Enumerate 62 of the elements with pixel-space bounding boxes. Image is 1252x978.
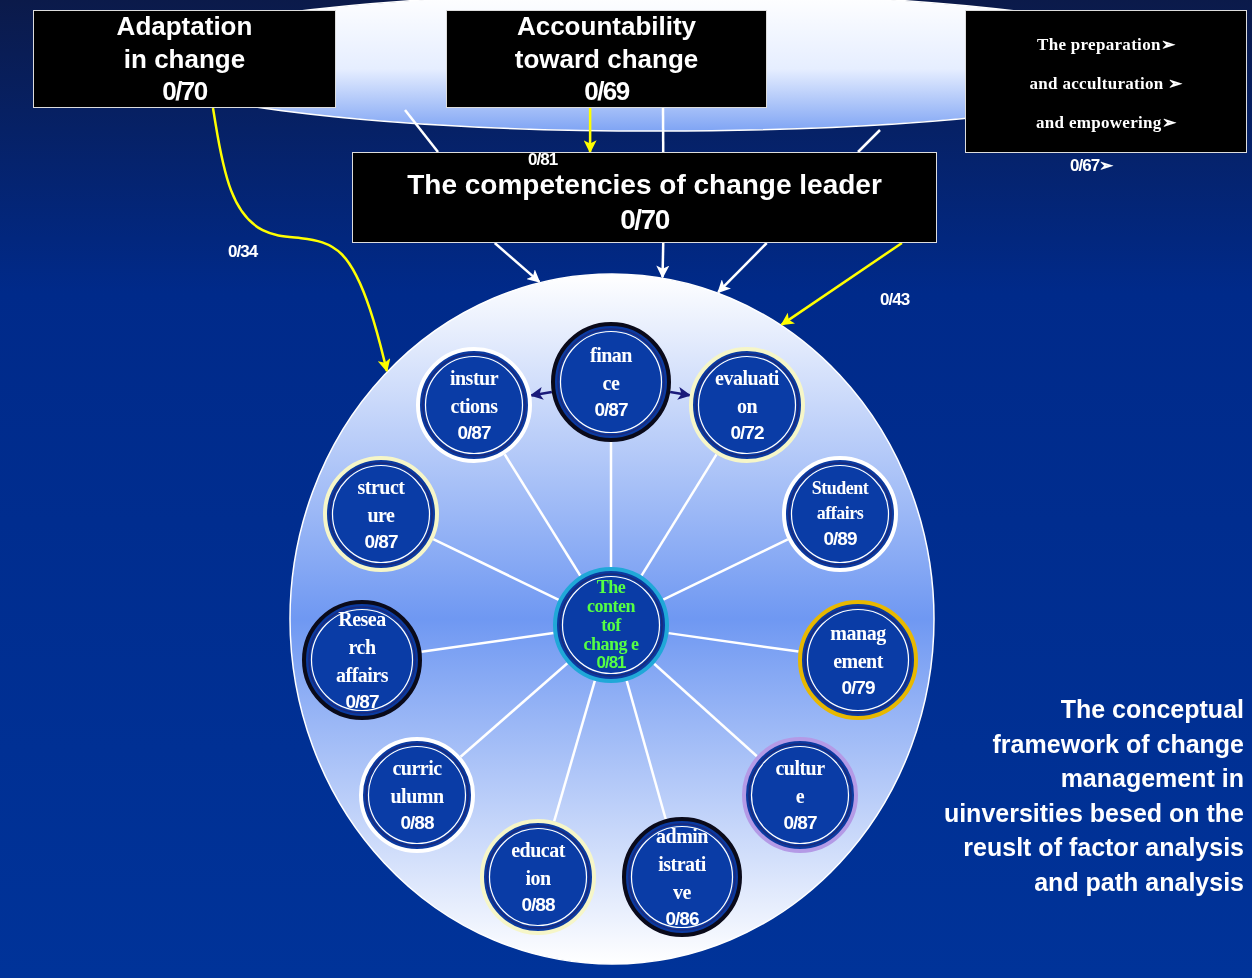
factor-name: The preparation➢ and acculturation ➢ and empowering➢ bbox=[1028, 34, 1184, 134]
factor-box bbox=[446, 10, 767, 108]
factor-score: 0/88 bbox=[520, 892, 556, 917]
factor-name: struct ure bbox=[356, 474, 406, 528]
factor-score: 0/87 bbox=[782, 810, 818, 835]
factor-name: The competencies of change leader bbox=[406, 168, 883, 202]
connector-line bbox=[552, 680, 597, 822]
connector-line bbox=[432, 538, 560, 601]
factor-box bbox=[33, 10, 336, 108]
connector-line bbox=[661, 108, 665, 152]
edge-label: 0/34 bbox=[228, 242, 258, 262]
factor-name: manag ement bbox=[829, 620, 887, 674]
factor-name: The conten tof chang e bbox=[583, 578, 639, 654]
edge-label: 0/43 bbox=[880, 290, 910, 310]
factor-score: 0/72 bbox=[729, 420, 765, 445]
arrow bbox=[529, 387, 553, 400]
connector-line bbox=[404, 109, 439, 153]
connector-line bbox=[857, 129, 881, 153]
factor-name: Student affairs bbox=[810, 476, 870, 525]
edge-label: 0/81 bbox=[528, 150, 558, 170]
connector-line bbox=[653, 662, 758, 758]
connector-line bbox=[625, 680, 667, 820]
connector-line bbox=[668, 631, 799, 653]
factor-box bbox=[352, 152, 937, 243]
factor-score: 0/89 bbox=[822, 526, 858, 551]
factor-name: evaluati on bbox=[714, 365, 780, 419]
factor-score: 0/67➢ bbox=[1070, 155, 1113, 176]
factor-name: finan ce bbox=[589, 342, 633, 396]
factor-score: 0/88 bbox=[399, 810, 435, 835]
factor-score: 0/87 bbox=[363, 529, 399, 554]
factor-score: 0/70 bbox=[161, 75, 208, 108]
factor-score: 0/86 bbox=[664, 906, 700, 931]
factor-name: Accountability toward change bbox=[513, 10, 700, 76]
connector-line bbox=[421, 631, 554, 653]
arrow bbox=[211, 107, 391, 373]
factor-score: 0/87 bbox=[593, 397, 629, 422]
factor-score: 0/81 bbox=[596, 653, 626, 672]
arrow bbox=[656, 242, 670, 279]
factor-name: admin istrati ve bbox=[655, 823, 709, 905]
factor-score: 0/87 bbox=[344, 689, 380, 714]
connector-line bbox=[640, 453, 718, 577]
arrow bbox=[493, 242, 541, 283]
connector-line bbox=[503, 453, 582, 577]
factor-name: cultur e bbox=[774, 755, 826, 809]
connector-line bbox=[662, 538, 789, 601]
factor-name: Resea rch affairs bbox=[334, 606, 389, 688]
factor-score: 0/69 bbox=[583, 75, 631, 108]
arrow bbox=[669, 386, 692, 400]
factor-name: curric ulumn bbox=[389, 755, 445, 809]
factor-score: 0/79 bbox=[840, 675, 876, 700]
arrow bbox=[717, 242, 768, 294]
factor-score: 0/87 bbox=[456, 420, 492, 445]
caption: The conceptual framework of change management in uinversities besed on the reuslt of factor analysis and path analysis bbox=[942, 694, 1244, 898]
factor-name: instur ctions bbox=[448, 365, 500, 419]
factor-name: educat ion bbox=[510, 837, 567, 891]
framework-circle bbox=[289, 273, 935, 965]
arrow bbox=[780, 241, 903, 326]
connector-line bbox=[609, 442, 613, 567]
connector-line bbox=[459, 662, 569, 758]
factor-name: Adaptation in change bbox=[115, 10, 254, 76]
arrow bbox=[583, 108, 597, 154]
factor-score: 0/70 bbox=[619, 203, 670, 237]
